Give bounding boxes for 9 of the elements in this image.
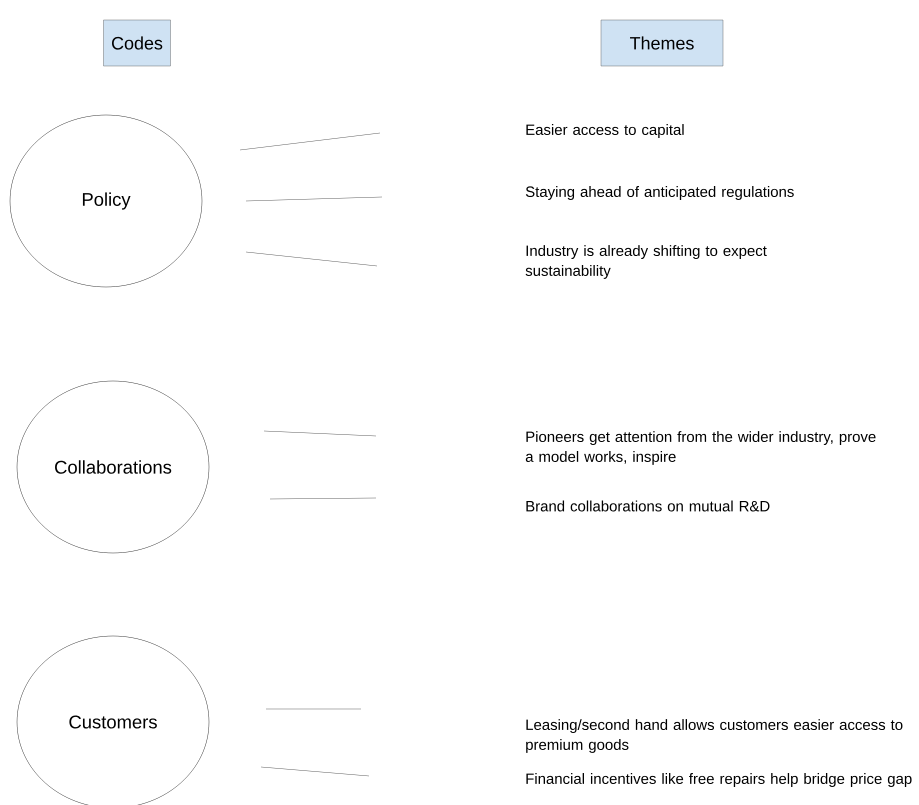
header-box: Themes [600, 20, 724, 66]
theme-text: Pioneers get attention from the wider industry, prove a model works, inspire [526, 431, 876, 465]
theme-text: Brand collaborations on mutual R&D [526, 500, 770, 512]
theme-text: Easier access to capital [526, 124, 684, 138]
header-box: Codes [103, 20, 171, 66]
theme-text: Leasing/second hand allows customers easier access to premium goods [526, 719, 902, 753]
theme-text: Staying ahead of anticipated regulations [526, 186, 794, 200]
theme-text: Industry is already shifting to expect sustainability [526, 245, 767, 279]
theme-text: Financial incentives like free repairs help bridge price gap [526, 773, 912, 787]
